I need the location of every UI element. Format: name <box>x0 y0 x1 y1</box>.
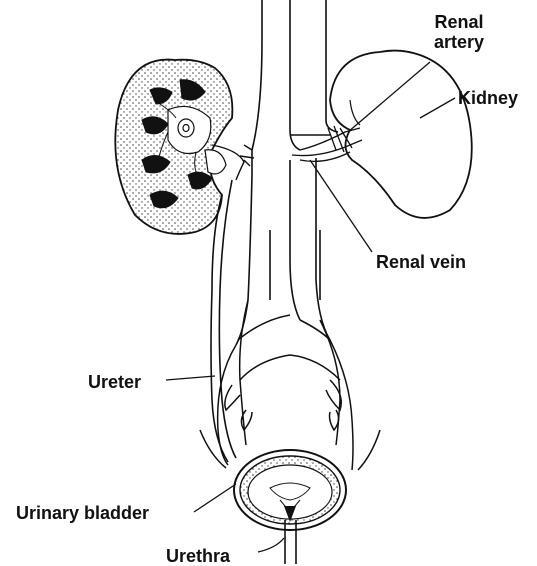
label-renal-artery: Renal artery <box>434 12 484 52</box>
lower-vessels <box>236 158 330 345</box>
vena-cava <box>290 0 338 135</box>
label-kidney: Kidney <box>458 88 518 108</box>
label-urinary-bladder: Urinary bladder <box>16 503 149 523</box>
left-ureter-inner <box>219 180 236 458</box>
iliac-vessels <box>200 300 380 470</box>
label-urethra: Urethra <box>166 546 230 566</box>
label-renal-artery-line2: artery <box>434 32 484 52</box>
label-renal-vein: Renal vein <box>376 252 466 272</box>
aorta <box>252 0 300 175</box>
urinary-bladder-shape <box>234 450 346 530</box>
label-ureter: Ureter <box>88 372 141 392</box>
right-kidney <box>330 51 472 218</box>
left-kidney-section <box>115 60 232 234</box>
label-renal-artery-line1: Renal <box>434 12 484 32</box>
